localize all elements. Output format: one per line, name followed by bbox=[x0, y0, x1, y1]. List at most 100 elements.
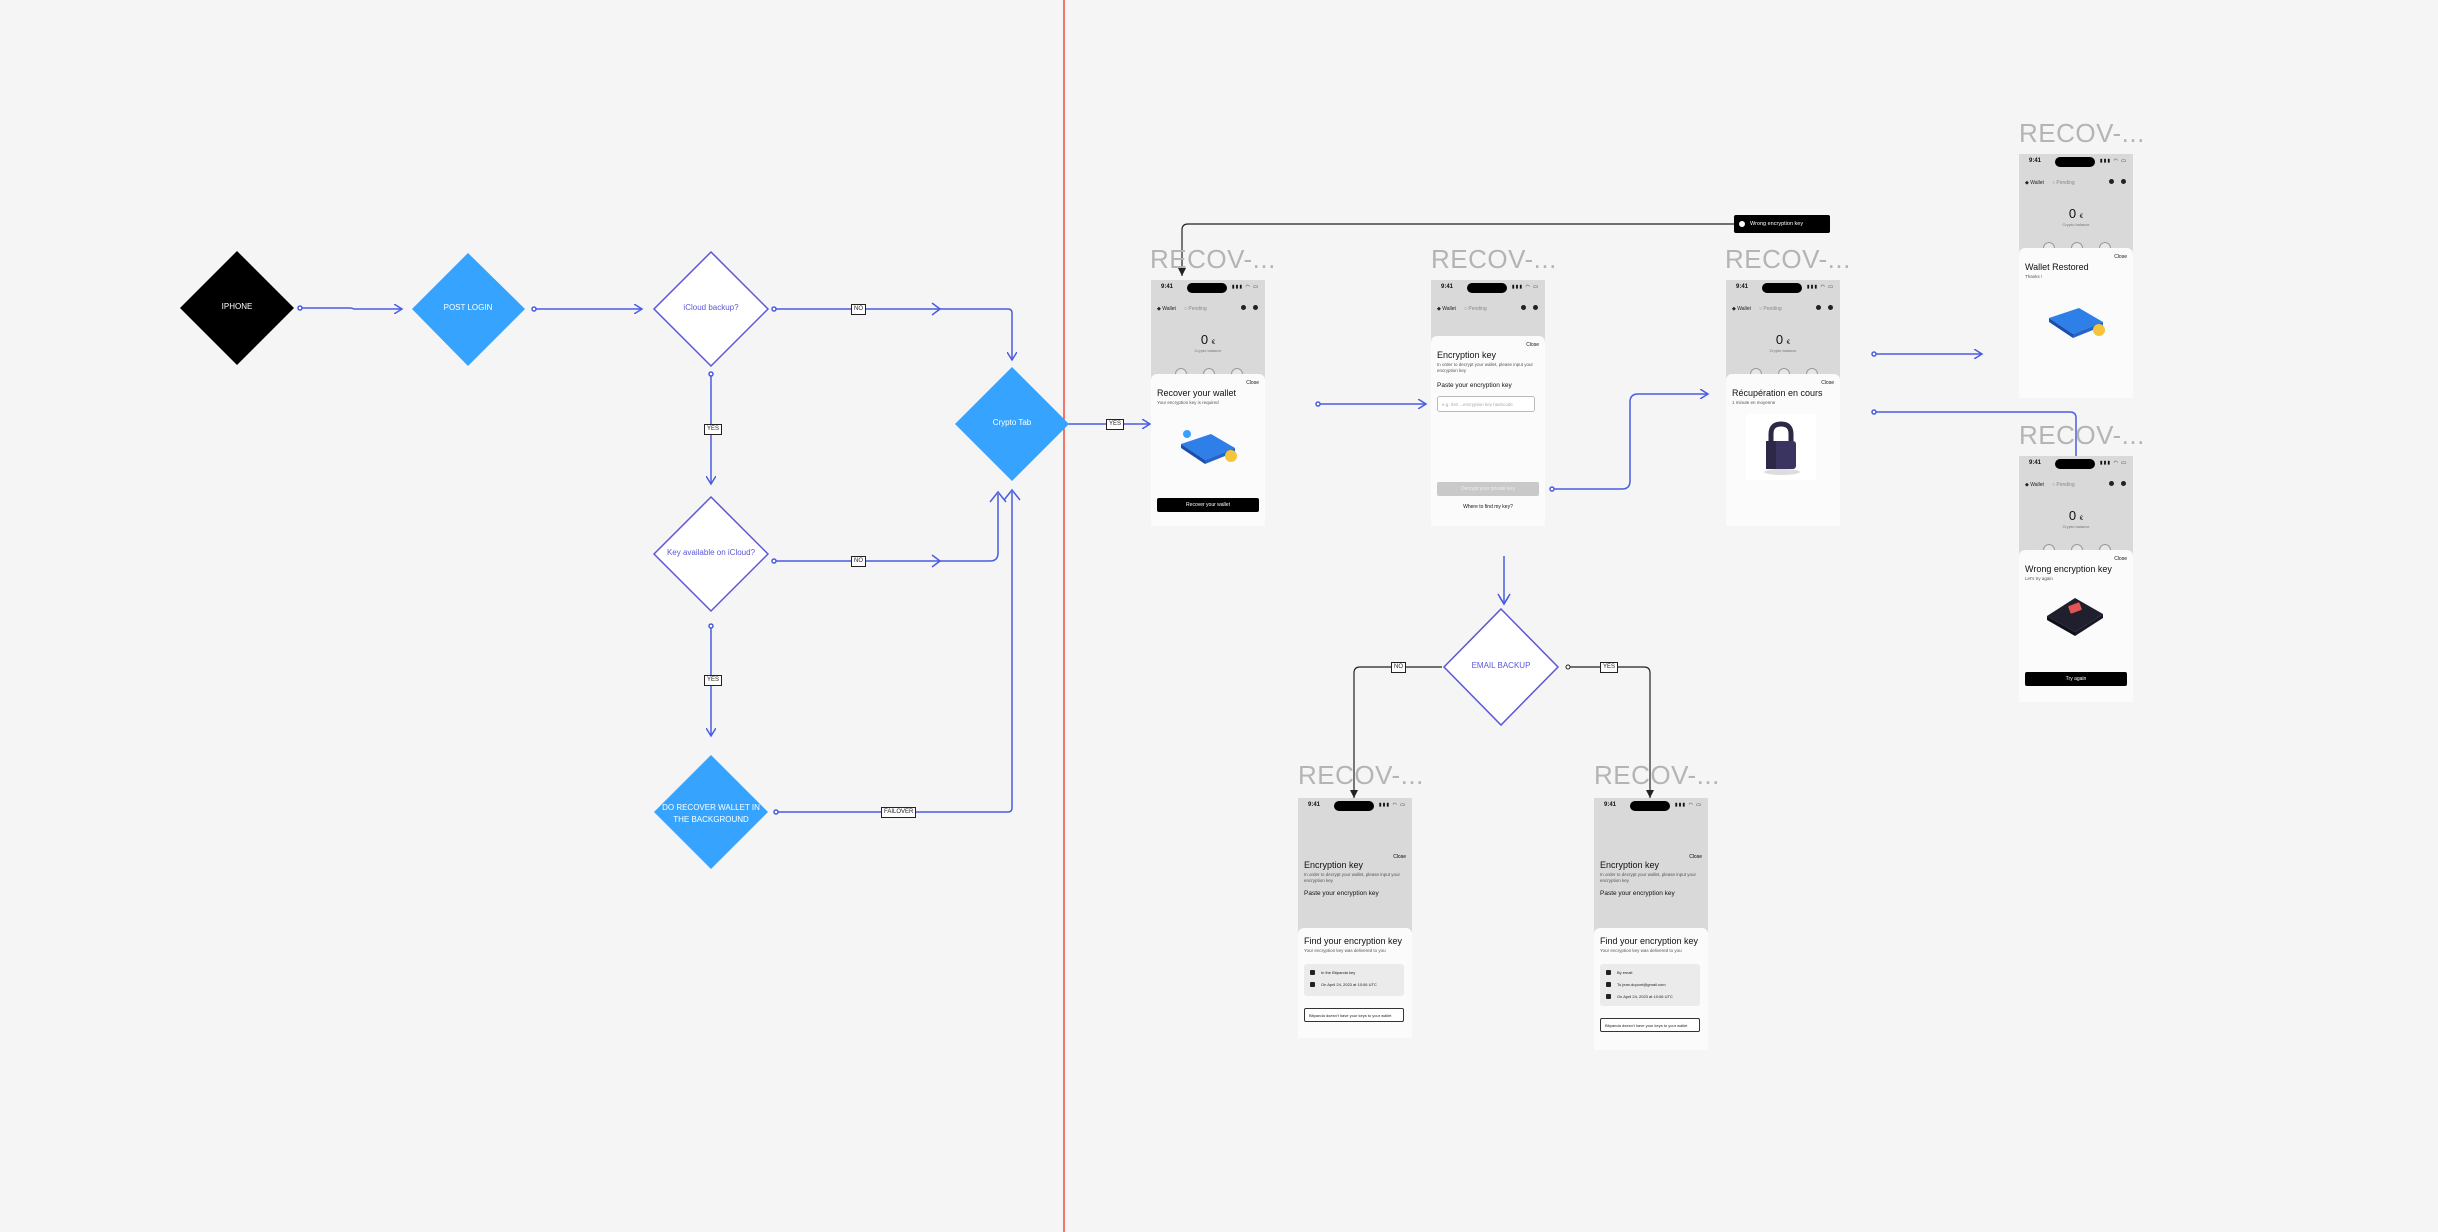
frame-title-recover-wallet[interactable]: RECOV-... bbox=[1150, 244, 1276, 274]
info-row: By email bbox=[1606, 970, 1632, 976]
bg-sheet-title: Encryption key bbox=[1304, 860, 1364, 870]
balance-value: 0 € bbox=[2068, 206, 2084, 221]
status-time: 9:41 bbox=[2029, 158, 2042, 164]
header-actions[interactable] bbox=[1521, 305, 1539, 311]
phone-recover-wallet[interactable]: 9:41 ▮▮▮ ◠ ▭ ◆ Wallet○ Pending 0 € Crypt… bbox=[1151, 280, 1265, 526]
close-button[interactable]: Close bbox=[1526, 342, 1539, 348]
edge-tag-crypto-yes: YES bbox=[1106, 419, 1125, 430]
tab-pending[interactable]: ○ Pending bbox=[1758, 306, 1782, 312]
status-icons: ▮▮▮ ◠ ▭ bbox=[1511, 284, 1539, 290]
balance-value: 0 € bbox=[1775, 332, 1791, 347]
try-again-button[interactable]: Try again bbox=[2025, 672, 2127, 686]
edge-arrowhead bbox=[931, 302, 942, 316]
close-button[interactable]: Close bbox=[1689, 854, 1702, 860]
tab-pending[interactable]: ○ Pending bbox=[1183, 306, 1207, 312]
tab-wallet[interactable]: ◆ Wallet bbox=[2025, 180, 2044, 186]
close-button[interactable]: Close bbox=[1821, 380, 1834, 386]
frame-title-find-key-email[interactable]: RECOV-... bbox=[1594, 760, 1720, 790]
edge-start-dot bbox=[1315, 401, 1321, 407]
edge-start-dot bbox=[771, 306, 777, 312]
edge-tag-email-yes: YES bbox=[1600, 662, 1619, 673]
tab-pending[interactable]: ○ Pending bbox=[1463, 306, 1487, 312]
recover-wallet-button[interactable]: Recover your wallet bbox=[1157, 498, 1259, 512]
paste-label: Paste your encryption key bbox=[1437, 382, 1512, 389]
wallet-tabs[interactable]: ◆ Wallet ○ Pending bbox=[1732, 306, 1782, 312]
phone-find-key-email[interactable]: 9:41 ▮▮▮ ◠ ▭ Close Encryption key In ord… bbox=[1594, 798, 1708, 1050]
tab-pending[interactable]: ○ Pending bbox=[2051, 180, 2075, 186]
tab-wallet[interactable]: ◆ Wallet bbox=[1732, 306, 1751, 312]
diamond-icloud-backup[interactable] bbox=[652, 250, 770, 368]
edge-tag-key-yes: YES bbox=[704, 675, 723, 686]
diamond-key-available[interactable] bbox=[652, 495, 770, 613]
wallet-tabs[interactable]: ◆ Wallet ○ Pending bbox=[2025, 180, 2075, 186]
frame-title-encryption-key[interactable]: RECOV-... bbox=[1431, 244, 1557, 274]
dynamic-island bbox=[1187, 283, 1227, 293]
frame-title-recuperation[interactable]: RECOV-... bbox=[1725, 244, 1851, 274]
balance-subtitle: Crypto balance bbox=[2062, 222, 2090, 227]
status-icons: ▮▮▮ ◠ ▭ bbox=[1674, 802, 1702, 808]
no-keys-button[interactable]: Bitpanda doesn't have your keys to your … bbox=[1304, 1008, 1404, 1022]
encryption-key-input[interactable]: e.g. 0x0 ...encryption key hashcode bbox=[1437, 396, 1535, 412]
wallet-tabs[interactable]: ◆ Wallet ○ Pending bbox=[1437, 306, 1487, 312]
tab-wallet[interactable]: ◆ Wallet bbox=[1437, 306, 1456, 312]
no-keys-button[interactable]: Bitpanda doesn't have your keys to your … bbox=[1600, 1018, 1700, 1032]
sheet-title: Find your encryption key bbox=[1600, 936, 1699, 946]
status-bar: 9:41 ▮▮▮ ◠ ▭ bbox=[1431, 280, 1545, 296]
decrypt-button[interactable]: Decrypt your private key bbox=[1437, 482, 1539, 496]
phone-wrong-key[interactable]: 9:41 ▮▮▮ ◠ ▭ ◆ Wallet○ Pending 0 € Crypt… bbox=[2019, 456, 2133, 702]
frame-title-wallet-restored[interactable]: RECOV-... bbox=[2019, 118, 2145, 148]
edge-arrowhead bbox=[1497, 593, 1511, 606]
find-key-link[interactable]: Where to find my key? bbox=[1463, 504, 1513, 510]
header-actions[interactable] bbox=[1816, 305, 1834, 311]
balance-value: 0 € bbox=[1200, 332, 1216, 347]
wallet-tabs[interactable]: ◆ Wallet ○ Pending bbox=[2025, 482, 2075, 488]
diamond-crypto-tab[interactable] bbox=[955, 367, 1069, 481]
phone-recuperation[interactable]: 9:41 ▮▮▮ ◠ ▭ ◆ Wallet○ Pending 0 € Crypt… bbox=[1726, 280, 1840, 526]
phone-encryption-key[interactable]: 9:41 ▮▮▮ ◠ ▭ ◆ Wallet ○ Pending Close Enc… bbox=[1431, 280, 1545, 526]
info-row: On April 24, 2023 at 10:06 UTC bbox=[1606, 994, 1673, 1000]
sheet-title: Find your encryption key bbox=[1304, 936, 1403, 946]
diamond-iphone[interactable] bbox=[180, 251, 294, 365]
edge-start-dot bbox=[1871, 351, 1877, 357]
header-actions[interactable] bbox=[2109, 481, 2127, 487]
close-button[interactable]: Close bbox=[2114, 254, 2127, 260]
bg-sheet-subtitle: In order to decrypt your wallet, please … bbox=[1304, 872, 1401, 883]
node-email-backup-label: EMAIL BACKUP bbox=[1471, 661, 1531, 670]
phone-find-key-icloud[interactable]: 9:41 ▮▮▮ ◠ ▭ Close Encryption key In ord… bbox=[1298, 798, 1412, 1038]
phone-wallet-restored[interactable]: 9:41 ▮▮▮ ◠ ▭ ◆ Wallet○ Pending 0 € Crypt… bbox=[2019, 154, 2133, 398]
key-location-box: In the Bitpanda key On April 24, 2023 at… bbox=[1304, 964, 1404, 996]
close-button[interactable]: Close bbox=[1246, 380, 1259, 386]
edge-iphone-postlogin bbox=[300, 308, 402, 309]
tab-wallet[interactable]: ◆ Wallet bbox=[2025, 482, 2044, 488]
sheet-subtitle: Thanks ! bbox=[2025, 274, 2043, 279]
edge-encryption-recuperation bbox=[1552, 394, 1708, 490]
sheet-title: Récupération en cours bbox=[1732, 388, 1823, 398]
edge-start-dot bbox=[1565, 664, 1571, 670]
diamond-email-backup[interactable] bbox=[1442, 607, 1560, 727]
close-button[interactable]: Close bbox=[2114, 556, 2127, 562]
close-button[interactable]: Close bbox=[1393, 854, 1406, 860]
diamond-post-login[interactable] bbox=[412, 253, 525, 366]
header-actions[interactable] bbox=[2109, 179, 2127, 185]
wallet-tabs[interactable]: ◆ Wallet ○ Pending bbox=[1157, 306, 1207, 312]
edge-arrowhead bbox=[989, 490, 1007, 503]
edge-recuperation-wrong bbox=[1874, 411, 2076, 466]
edge-tag-key-no: NO bbox=[851, 556, 866, 567]
dynamic-island bbox=[1630, 801, 1670, 811]
status-bar: 9:41 ▮▮▮ ◠ ▭ bbox=[1726, 280, 1840, 296]
status-bar: 9:41 ▮▮▮ ◠ ▭ bbox=[2019, 456, 2133, 472]
diamond-do-recover[interactable] bbox=[654, 755, 768, 869]
header-actions[interactable] bbox=[1241, 305, 1259, 311]
tab-wallet[interactable]: ◆ Wallet bbox=[1157, 306, 1176, 312]
tab-pending[interactable]: ○ Pending bbox=[2051, 482, 2075, 488]
status-bar: 9:41 ▮▮▮ ◠ ▭ bbox=[1298, 798, 1412, 814]
frame-title-wrong-key[interactable]: RECOV-... bbox=[2019, 420, 2145, 450]
sheet-recuperation: Close Récupération en cours 1 minute en … bbox=[1726, 374, 1840, 526]
edge-arrowhead bbox=[1003, 488, 1021, 501]
frame-title-find-key-icloud[interactable]: RECOV-... bbox=[1298, 760, 1424, 790]
bg-sheet-subtitle: In order to decrypt your wallet, please … bbox=[1600, 872, 1697, 883]
sheet-encryption-key: Close Encryption key In order to decrypt… bbox=[1431, 336, 1545, 526]
status-time: 9:41 bbox=[1308, 802, 1321, 808]
edge-start-dot bbox=[708, 371, 714, 377]
